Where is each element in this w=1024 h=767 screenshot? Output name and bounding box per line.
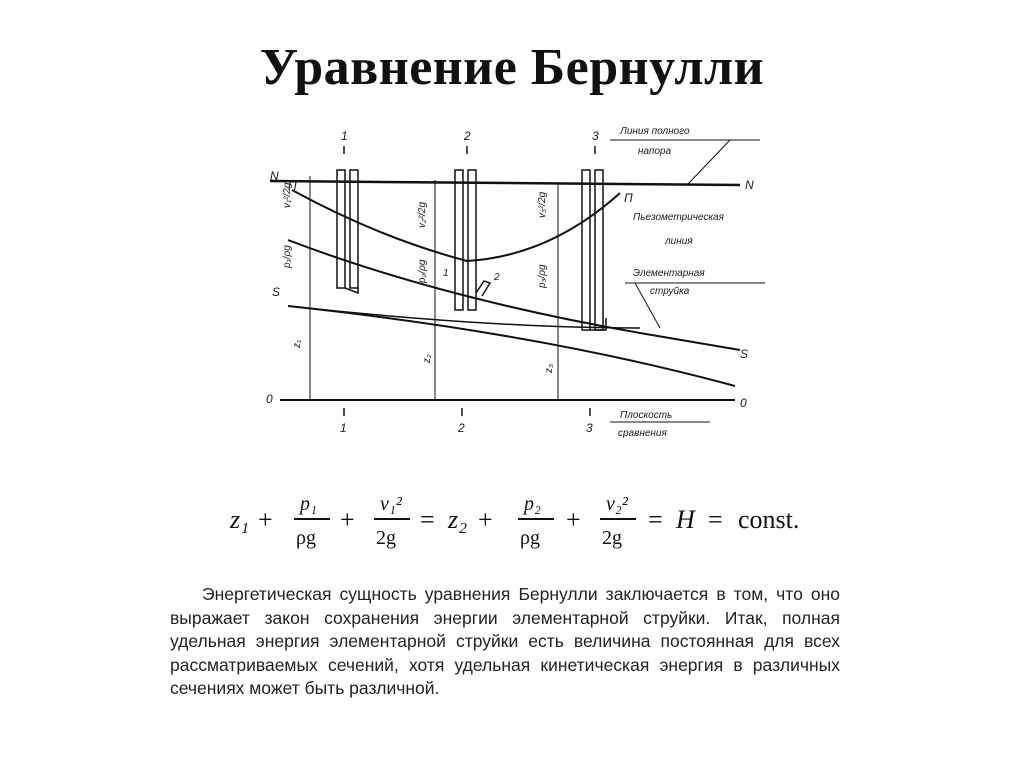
callout-stream-pointer bbox=[634, 282, 661, 329]
piezometric-line bbox=[291, 189, 621, 263]
tube-3 bbox=[581, 169, 607, 331]
callout-datum-1: Плоскость bbox=[620, 410, 672, 421]
callout-stream-1: Элементарная bbox=[633, 268, 705, 279]
label-v3: v₃²/2g bbox=[537, 191, 548, 218]
explanation-text: Энергетическая сущность уравнения Бернул… bbox=[170, 584, 840, 698]
formula-eq-3: = bbox=[708, 505, 723, 534]
formula-eq-2: = bbox=[648, 505, 663, 534]
section-number-1-bottom: 1 bbox=[340, 421, 347, 435]
label-n-left: N bbox=[270, 169, 279, 183]
bernoulli-formula-svg: z₁ + p₁ ρg + v₁² 2g = z₂ + p₂ ρg + v₂² 2… bbox=[229, 493, 799, 549]
formula-v1: v₁² bbox=[380, 493, 403, 515]
label-s-right: S bbox=[740, 347, 748, 361]
label-piezo-right: П bbox=[624, 191, 633, 205]
formula-rhog-2: ρg bbox=[520, 527, 540, 549]
callout-total-head-pointer bbox=[687, 139, 731, 185]
callout-total-head-1: Линия полного bbox=[619, 126, 690, 137]
section-number-2-top: 2 bbox=[463, 129, 471, 143]
callout-piezo-2: линия bbox=[664, 236, 693, 247]
formula-const: const. bbox=[738, 505, 799, 534]
stream-lower-line bbox=[287, 305, 736, 387]
formula-rhog-1: ρg bbox=[296, 527, 316, 549]
bernoulli-diagram-svg: 1 2 3 N N П П S S 0 0 bbox=[266, 126, 765, 439]
callout-total-head-2: напора bbox=[638, 146, 672, 157]
label-piezo: П bbox=[288, 179, 297, 193]
formula-plus-1: + bbox=[258, 505, 273, 534]
callout-stream-2: струйка bbox=[650, 286, 690, 297]
explanation-paragraph: Энергетическая сущность уравнения Бернул… bbox=[170, 583, 840, 701]
total-head-line bbox=[269, 179, 741, 187]
formula-p1: p₁ bbox=[298, 493, 317, 515]
label-z1: z₁ bbox=[292, 340, 303, 349]
tube-2 bbox=[454, 169, 492, 311]
formula-plus-2: + bbox=[340, 505, 355, 534]
stream-s-line bbox=[287, 305, 641, 329]
formula-twog-2: 2g bbox=[602, 527, 622, 549]
label-z2: z₂ bbox=[422, 354, 433, 364]
section-number-2-bottom: 2 bbox=[457, 421, 465, 435]
label-zero-left: 0 bbox=[266, 392, 273, 406]
label-p1: p₁/ρg bbox=[282, 245, 293, 269]
formula-z1: z₁ bbox=[229, 505, 249, 534]
formula-plus-3: + bbox=[478, 505, 493, 534]
formula-eq-1: = bbox=[420, 505, 435, 534]
formula-z2: z₂ bbox=[447, 505, 467, 534]
page-title: Уравнение Бернулли bbox=[259, 39, 765, 96]
formula-p2: p₂ bbox=[522, 493, 541, 515]
formula-twog-1: 2g bbox=[376, 527, 396, 549]
label-z3: z₃ bbox=[544, 364, 555, 374]
bernoulli-diagram: 1 2 3 N N П П S S 0 0 bbox=[240, 118, 780, 448]
tube-mark-1: 1 bbox=[443, 268, 449, 279]
label-p2: p₂/ρg bbox=[417, 259, 428, 284]
section-number-3-bottom: 3 bbox=[586, 421, 593, 435]
label-zero-right: 0 bbox=[740, 396, 747, 410]
section-number-3-top: 3 bbox=[592, 129, 599, 143]
tube-1 bbox=[336, 169, 359, 295]
section-number-1-top: 1 bbox=[341, 129, 348, 143]
label-v1: v₁²/2g bbox=[282, 182, 293, 208]
formula-h: H bbox=[675, 505, 696, 534]
formula-v2: v₂² bbox=[606, 493, 629, 515]
stream-upper-line bbox=[287, 239, 741, 351]
bernoulli-formula: z₁ + p₁ ρg + v₁² 2g = z₂ + p₂ ρg + v₂² 2… bbox=[228, 488, 828, 552]
label-s-left: S bbox=[272, 285, 280, 299]
callout-piezo-1: Пьезометрическая bbox=[633, 212, 725, 223]
tube-mark-2: 2 bbox=[493, 272, 500, 283]
label-p3: p₃/ρg bbox=[537, 264, 548, 289]
callout-datum-2: сравнения bbox=[618, 428, 667, 439]
label-v2: v₂²/2g bbox=[417, 202, 428, 228]
label-n-right: N bbox=[745, 178, 754, 192]
formula-plus-4: + bbox=[566, 505, 581, 534]
